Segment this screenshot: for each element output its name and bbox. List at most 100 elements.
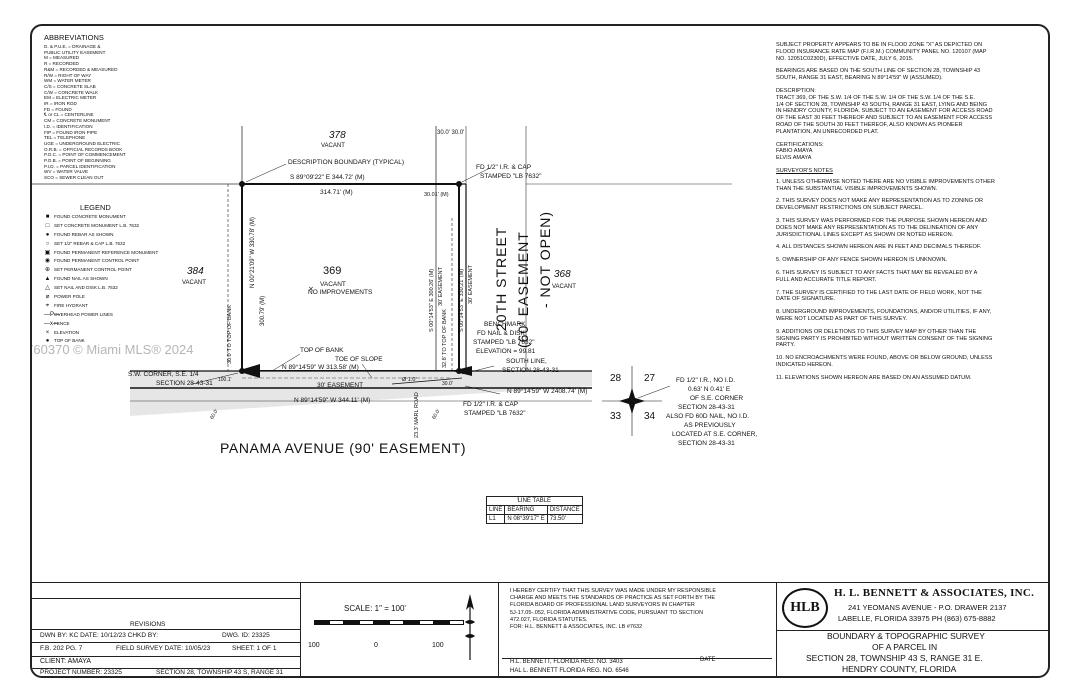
abbreviation-item: M = MEASURED (44, 55, 80, 61)
ne-corner-marker (239, 181, 245, 187)
east-easement-2: 30' EASEMENT (468, 265, 474, 304)
section-34: 34 (644, 411, 656, 422)
elevation-marker-icon: × (308, 285, 314, 293)
note-line: ROAD OF THE SOUTH 30 FEET THEREOF, ALSO … (776, 121, 963, 128)
legend-item: ○SET 1/2" REBAR & CAP L.B. 7632 (44, 241, 158, 250)
north-line-bearing: S 89°09'22" E 344.72' (M) (290, 174, 365, 181)
note-line: 5. OWNERSHIP OF ANY FENCE SHOWN HEREON I… (776, 257, 948, 264)
legend-label: SET NAIL AND DISK L.B. 7632 (54, 285, 118, 291)
abbreviation-item: R/W = RIGHT OF WAY (44, 72, 92, 78)
note-line: 6. THIS SURVEY IS SUBJECT TO ANY FACTS T… (776, 269, 978, 276)
signer-2: HAL L. BENNETT FLORIDA REG. NO. 6546 (510, 668, 629, 674)
note-line: FABIO AMAYA (776, 148, 813, 155)
street-not-open: - NOT OPEN) (537, 210, 553, 308)
legend-label: FOUND REBAR AS SHOWN (54, 231, 114, 237)
fd-cap-bottom: FD 1/2" I.R. & CAP (463, 401, 519, 408)
fire-hydrant-icon: ⌖ (45, 302, 50, 309)
abbreviation-item: D. & P.U.E. = DRAINAGE & (44, 44, 101, 49)
note-line: OF THE EAST 30 FEET THEREOF AND SUBJECT … (776, 115, 993, 122)
legend-label: FENCE (54, 320, 70, 326)
right-note-5: ALSO FD 60D NAIL, NO I.D. (666, 413, 750, 420)
date-label: DATE (700, 657, 716, 663)
west-top-bank: 30.0' TO TOP OF BANK (227, 305, 233, 364)
note-line: SOUTH, RANGE 31 EAST, BEARING N 89°14'59… (776, 75, 943, 82)
dim-east-2: 30.0' (442, 381, 453, 387)
signer-1: H.L. BENNETT, FLORIDA REG. NO. 3403 (510, 659, 623, 665)
abbreviation-item: TEL = TELEPHONE (44, 135, 86, 141)
certification-line: I HEREBY CERTIFY THAT THIS SURVEY WAS MA… (510, 588, 716, 594)
legend-item: ⊕SET PERMANENT CONTROL POINT (44, 267, 158, 276)
right-note-6: AS PREVIOUSLY (684, 422, 736, 429)
company-name: H. L. BENNETT & ASSOCIATES, INC. (834, 587, 1035, 599)
revisions-label: REVISIONS (130, 621, 166, 628)
legend-label: POWER POLE (54, 294, 85, 300)
note-line: INDICATED HEREON. (776, 361, 833, 368)
description-title: DESCRIPTION: (776, 87, 816, 94)
surveyor-certification: I HEREBY CERTIFY THAT THIS SURVEY WAS MA… (510, 588, 716, 631)
lot-369-improvements: NO IMPROVEMENTS (308, 289, 373, 296)
scale-tick-100-right: 100 (432, 642, 444, 649)
benchmark-nail: FD NAIL & DISK (477, 330, 525, 337)
right-note-4: SECTION 28-43-31 (678, 404, 735, 411)
note-line: 7. THE SURVEY IS CERTIFIED TO THE LAST D… (776, 289, 982, 296)
scale-bar (314, 620, 464, 625)
certifications-title: CERTIFICATIONS: (776, 141, 824, 148)
abbreviation-item: SCO = SEWER CLEAN OUT (44, 175, 104, 181)
south-section-number: SECTION 28-43-31 (502, 367, 559, 374)
client-name: CLIENT: AMAYA (40, 658, 92, 665)
south-line-bearing: N 89°14'59" W 313.58' (M) (282, 364, 359, 371)
sw-corner-section: SECTION 28-43-31 (156, 380, 213, 387)
abbreviation-item: CM = CONCRETE MONUMENT (44, 118, 111, 124)
right-note-2: 0.63' N 0.41' E (688, 386, 731, 393)
note-line: BEARINGS ARE BASED ON THE SOUTH LINE OF … (776, 68, 981, 75)
triangle-icon: ▲ (44, 276, 51, 283)
note-line: 11. ELEVATIONS SHOWN HEREON ARE BASED ON… (776, 374, 972, 381)
line-table-cell: L1 (485, 514, 506, 524)
east-top-bank: 32.8' TO TOP OF BANK (442, 309, 448, 368)
certification-line: FOR: H.L. BENNETT & ASSOCIATES, INC. LB … (510, 624, 643, 631)
legend-item: ▲FOUND NAIL AS SHOWN (44, 276, 158, 285)
legend-item: □SET CONCRETE MONUMENT L.B. 7632 (44, 223, 158, 232)
table-row: L1 N 08°39'17" E 73.50' (485, 514, 583, 524)
nw-corner-marker (456, 181, 462, 187)
abbreviation-item: I.D. = IDENTIFICATION (44, 123, 93, 129)
legend-label: ELEVATION (54, 329, 80, 335)
lot-369-vacant: VACANT (320, 281, 346, 288)
line-table-title: LINE TABLE (486, 496, 583, 506)
note-line: DEVELOPMENT RESTRICTIONS ON SUBJECT PARC… (776, 205, 924, 212)
main-line-bearing: N 89°14'59" W 344.11' (M) (294, 397, 371, 404)
certification-line: FLORIDA BOARD OF PROFESSIONAL LAND SURVE… (510, 602, 695, 609)
line-table: LINE TABLE LINE BEARING DISTANCE L1 N 08… (485, 496, 583, 524)
note-line: 8. UNDERGROUND IMPROVEMENTS, FOUNDATIONS… (776, 309, 992, 316)
abbreviation-item: PUBLIC UTILITY EASEMENT (44, 49, 106, 55)
east-line-bearing-2: S 00°14'53" E 330.21' (M) (459, 268, 465, 332)
scale-label: SCALE: 1" = 100' (344, 604, 406, 613)
legend-item: ×ELEVATION (44, 330, 158, 339)
scale-tick-0: 0 (374, 642, 378, 649)
legend-label: TOP OF BANK (54, 338, 85, 344)
abbreviation-item: R&M = RECORDED & MEASURED (44, 66, 118, 72)
lot-384-vacant: VACANT (182, 280, 206, 286)
section-info: SECTION 28, TOWNSHIP 43 S, RANGE 31 (156, 669, 284, 676)
certification-line: 472.027, FLORIDA STATUTES. (510, 616, 588, 623)
line-table-cell: 73.50' (546, 514, 583, 524)
line-table-header: DISTANCE (546, 505, 583, 515)
lot-384-label: 384 (187, 266, 204, 277)
abbreviation-item: P.I.D. = PARCEL IDENTIFICATION (44, 163, 116, 169)
dia-marker: Ø 1.0' (402, 377, 417, 383)
line-l1 (391, 377, 463, 385)
note-line: 1. UNLESS OTHERWISE NOTED THERE ARE NO V… (776, 178, 995, 185)
leader-desc-boundary (245, 163, 287, 183)
abbreviation-item: IR = IRON ROD (44, 101, 77, 107)
note-line: 2. THIS SURVEY DOES NOT MAKE ANY REPRESE… (776, 198, 984, 205)
abbreviation-item: O.R.B. = OFFICIAL RECORDS BOOK (44, 146, 123, 152)
legend-label: FOUND PERMANENT REFERENCE MONUMENT (54, 249, 159, 255)
project-number: PROJECT NUMBER: 23325 (40, 669, 122, 676)
legend-label: SET PERMANENT CONTROL POINT (54, 267, 132, 273)
legend-label: FOUND NAIL AS SHOWN (54, 276, 108, 282)
east-easement: 30' EASEMENT (438, 267, 444, 306)
west-line-bearing: N 00°21'09" W 330.78' (M) (250, 217, 256, 288)
note-line: PLANTATION, AN UNRECORDED PLAT. (776, 128, 879, 135)
right-note-7: LOCATED AT S.E. CORNER, (672, 431, 758, 438)
fd-cap-top: FD 1/2" I.R. & CAP (476, 164, 532, 171)
